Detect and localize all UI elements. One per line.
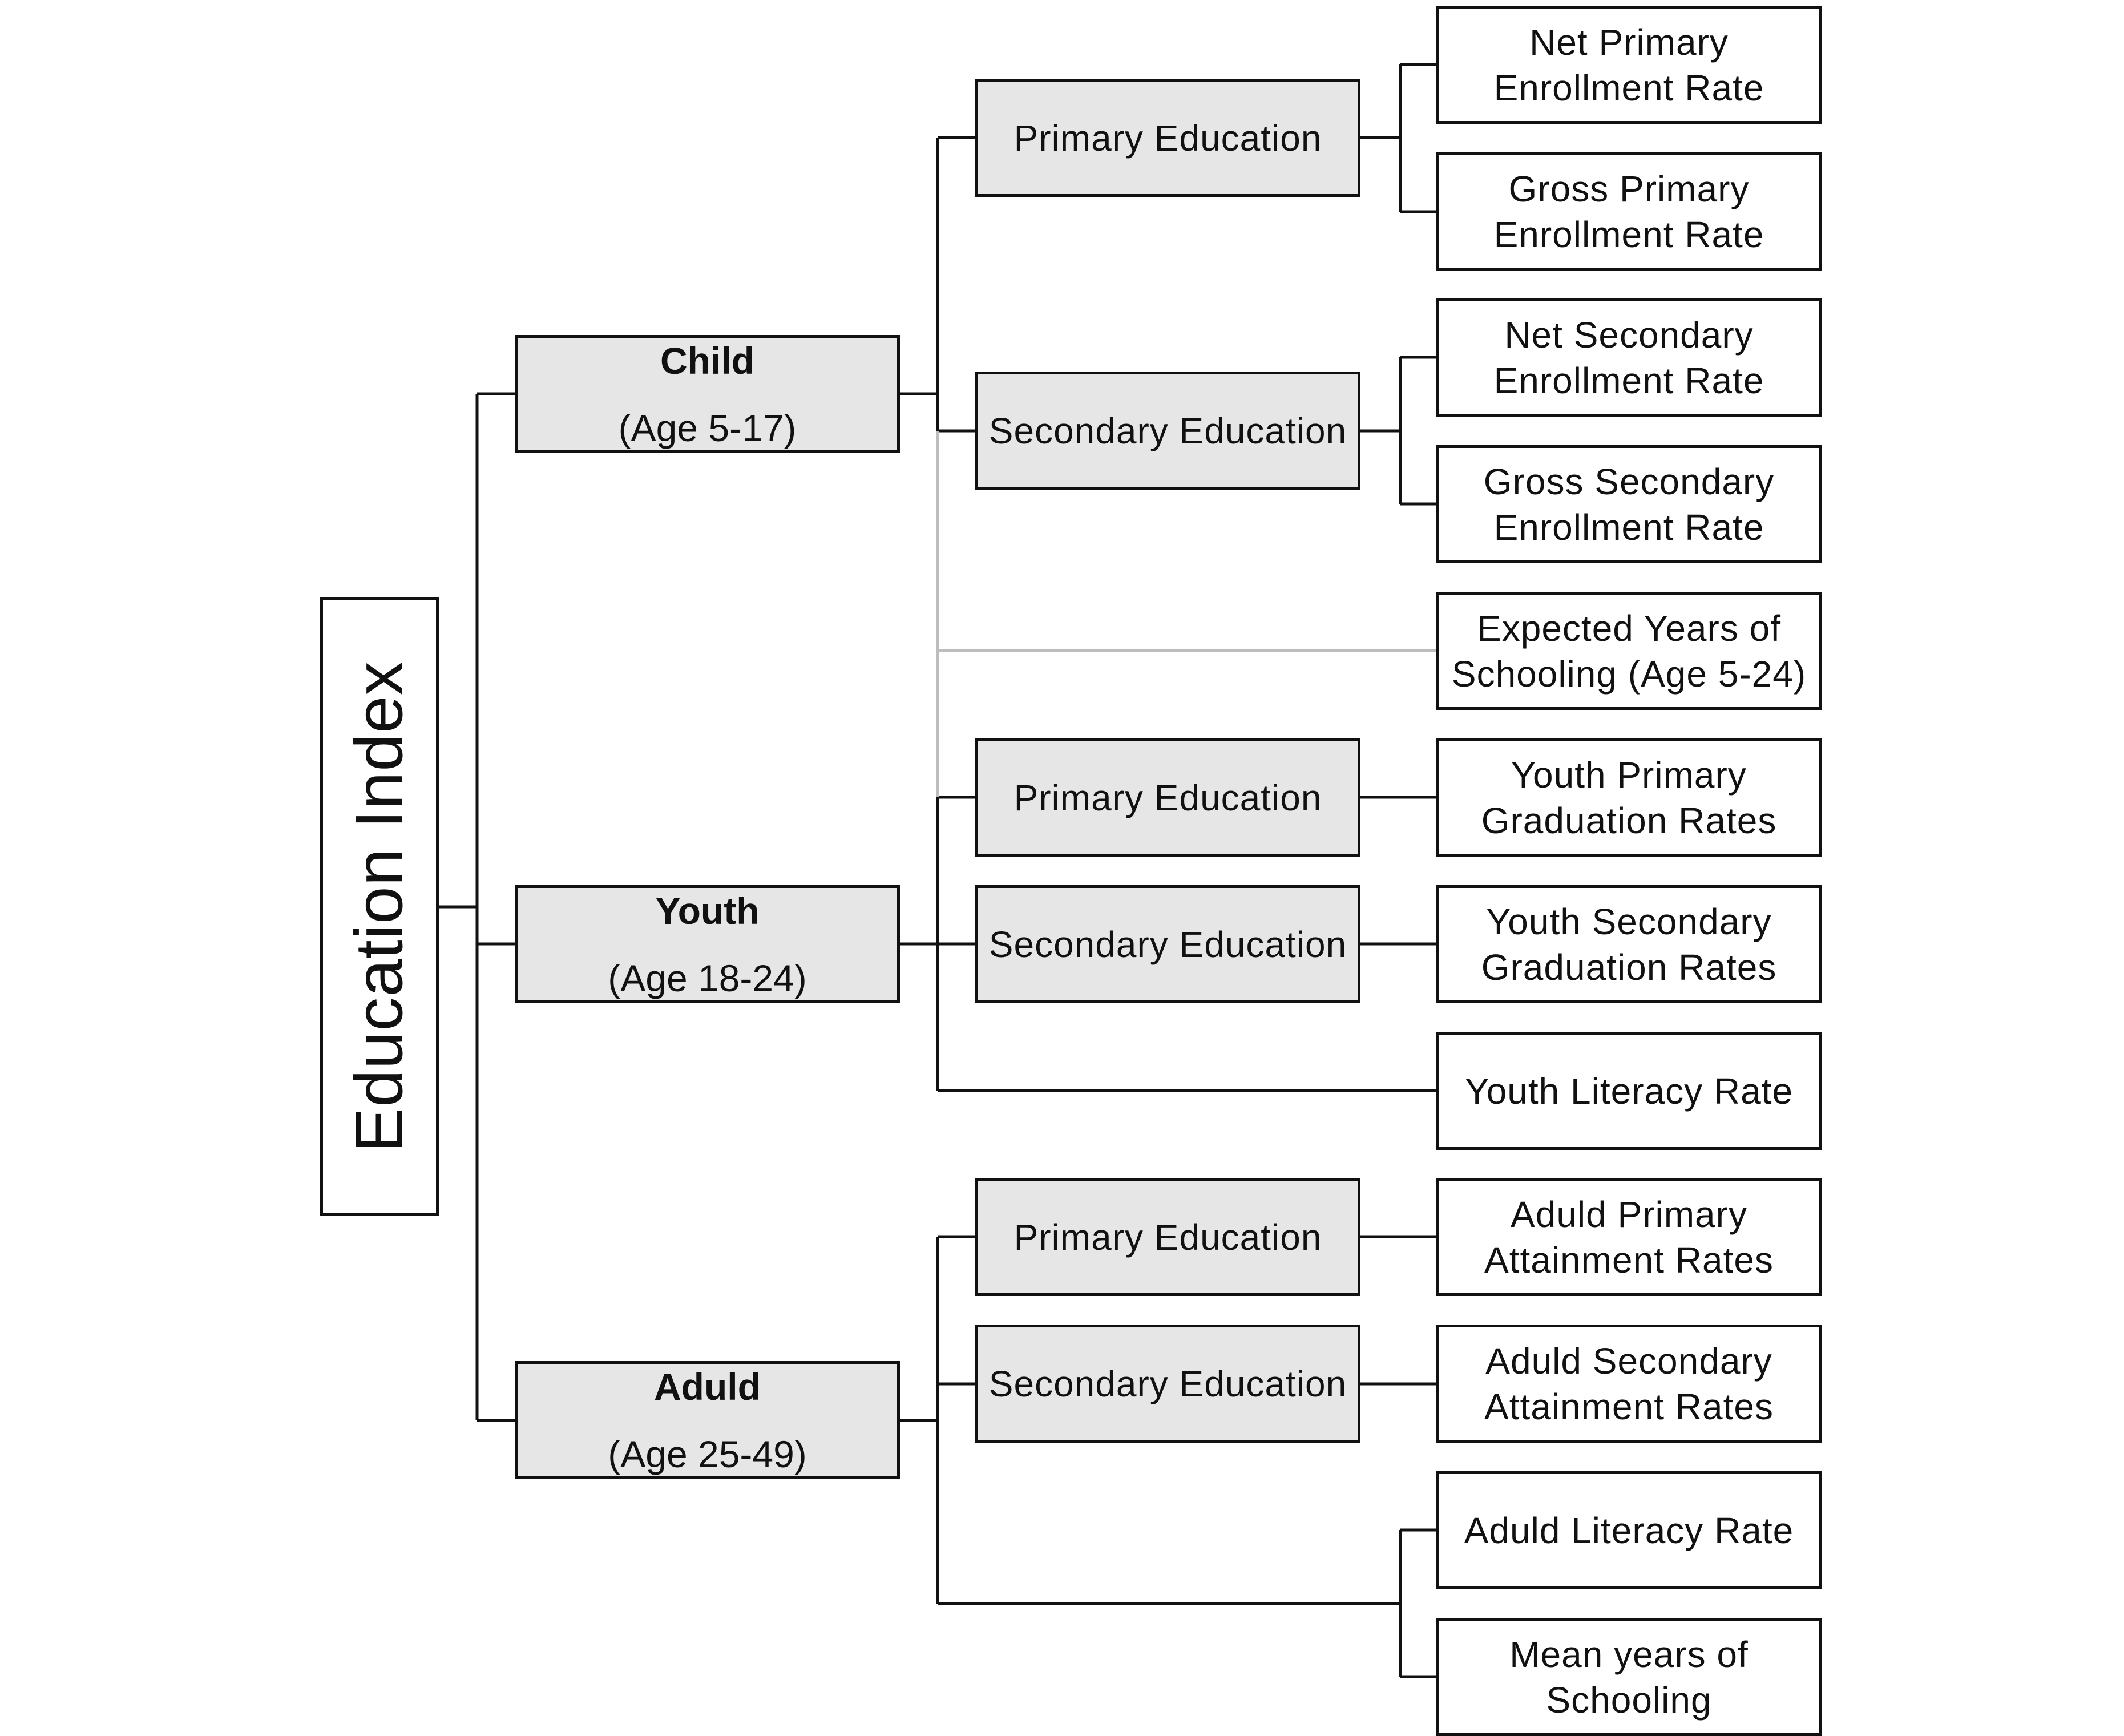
leaf-line: Aduld Secondary: [1485, 1340, 1772, 1382]
root-label: Education Index: [342, 660, 417, 1153]
root-node: Education Index: [320, 597, 439, 1216]
group-age: (Age 5-17): [618, 406, 797, 449]
leaf-line: Gross Secondary: [1483, 461, 1775, 502]
leaf-line: Aduld Literacy Rate: [1464, 1509, 1794, 1551]
leaf-adult-literacy-rate: Aduld Literacy Rate: [1436, 1471, 1822, 1589]
leaf-line: Aduld Primary: [1511, 1193, 1747, 1235]
leaf-line: Youth Literacy Rate: [1464, 1070, 1794, 1112]
group-youth: Youth (Age 18-24): [515, 885, 900, 1003]
leaf-net-primary-enrollment: Net Primary Enrollment Rate: [1436, 6, 1822, 124]
leaf-line: Mean years of: [1509, 1633, 1749, 1675]
youth-primary-education: Primary Education: [975, 738, 1360, 857]
youth-secondary-education: Secondary Education: [975, 885, 1360, 1003]
leaf-line: Net Secondary: [1504, 314, 1754, 356]
leaf-net-secondary-enrollment: Net Secondary Enrollment Rate: [1436, 298, 1822, 417]
leaf-line: Youth Secondary: [1486, 901, 1772, 942]
group-age: (Age 25-49): [608, 1432, 807, 1475]
adult-secondary-education: Secondary Education: [975, 1325, 1360, 1443]
leaf-gross-primary-enrollment: Gross Primary Enrollment Rate: [1436, 152, 1822, 271]
leaf-youth-literacy-rate: Youth Literacy Rate: [1436, 1032, 1822, 1150]
group-title: Aduld: [654, 1365, 761, 1408]
leaf-adult-primary-attainment: Aduld Primary Attainment Rates: [1436, 1178, 1822, 1296]
group-age: (Age 18-24): [608, 956, 807, 999]
leaf-line: Gross Primary: [1508, 168, 1750, 209]
leaf-adult-secondary-attainment: Aduld Secondary Attainment Rates: [1436, 1325, 1822, 1443]
leaf-line: Enrollment Rate: [1493, 506, 1764, 548]
child-primary-education: Primary Education: [975, 79, 1360, 197]
adult-primary-education: Primary Education: [975, 1178, 1360, 1296]
leaf-line: Net Primary: [1529, 21, 1729, 63]
group-adult: Aduld (Age 25-49): [515, 1361, 900, 1479]
leaf-line: Enrollment Rate: [1493, 360, 1764, 401]
leaf-line: Graduation Rates: [1481, 800, 1777, 841]
leaf-line: Attainment Rates: [1484, 1239, 1774, 1281]
leaf-youth-primary-graduation: Youth Primary Graduation Rates: [1436, 738, 1822, 857]
leaf-line: Enrollment Rate: [1493, 67, 1764, 108]
leaf-line: Youth Primary: [1511, 754, 1747, 796]
leaf-line: Attainment Rates: [1484, 1386, 1774, 1427]
leaf-line: Schooling (Age 5-24): [1451, 653, 1807, 695]
group-title: Youth: [655, 889, 760, 932]
leaf-line: Enrollment Rate: [1493, 213, 1764, 255]
leaf-line: Expected Years of: [1477, 607, 1781, 649]
leaf-gross-secondary-enrollment: Gross Secondary Enrollment Rate: [1436, 445, 1822, 563]
leaf-youth-secondary-graduation: Youth Secondary Graduation Rates: [1436, 885, 1822, 1003]
leaf-line: Schooling: [1546, 1679, 1712, 1721]
leaf-expected-years-schooling: Expected Years of Schooling (Age 5-24): [1436, 592, 1822, 710]
group-child: Child (Age 5-17): [515, 335, 900, 453]
child-secondary-education: Secondary Education: [975, 372, 1360, 490]
leaf-line: Graduation Rates: [1481, 946, 1777, 988]
group-title: Child: [660, 339, 754, 382]
leaf-mean-years-schooling: Mean years of Schooling: [1436, 1618, 1822, 1736]
